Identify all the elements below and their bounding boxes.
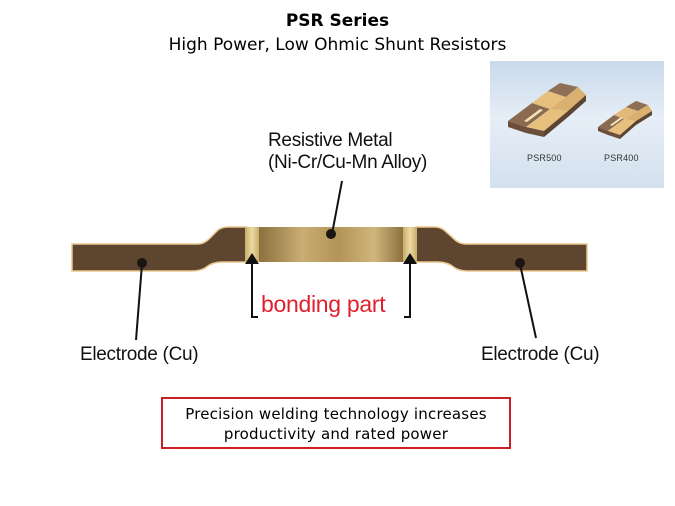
resistive-metal-label-line2: (Ni-Cr/Cu-Mn Alloy) — [268, 152, 427, 173]
left-electrode-dot — [137, 258, 147, 268]
right-electrode — [415, 226, 588, 272]
right-electrode-leader — [519, 263, 537, 339]
resistor-chips-illustration — [508, 83, 652, 139]
electrode-right-label: Electrode (Cu) — [481, 344, 600, 365]
left-electrode — [71, 226, 247, 272]
psr500-label: PSR500 — [527, 153, 562, 163]
resistive-metal-label-line1: Resistive Metal — [268, 130, 393, 151]
bonding-part-label: bonding part — [261, 291, 386, 317]
callout-line2: productivity and rated power — [223, 425, 449, 443]
callout-box: Precision welding technology increases p… — [161, 397, 511, 449]
psr400-label: PSR400 — [604, 153, 639, 163]
left-electrode-leader — [135, 263, 143, 341]
resistive-metal-label: Resistive Metal (Ni-Cr/Cu-Mn Alloy) — [268, 130, 427, 174]
resistive-metal-leader — [331, 180, 343, 235]
slide-title: PSR Series — [285, 11, 390, 31]
resistive-metal-dot — [326, 229, 336, 239]
psr400-chip — [598, 101, 652, 139]
left-bonding-part — [245, 227, 259, 262]
left-bonding-arrow — [245, 253, 259, 318]
callout-line1: Precision welding technology increases — [185, 405, 487, 423]
right-electrode-dot — [515, 258, 525, 268]
right-bonding-part — [403, 227, 417, 262]
slide-subtitle: High Power, Low Ohmic Shunt Resistors — [168, 35, 507, 55]
right-bonding-arrow — [403, 253, 417, 318]
psr500-chip — [508, 83, 586, 137]
electrode-left-label: Electrode (Cu) — [80, 344, 199, 365]
product-photo: PSR500 PSR400 — [490, 61, 664, 188]
